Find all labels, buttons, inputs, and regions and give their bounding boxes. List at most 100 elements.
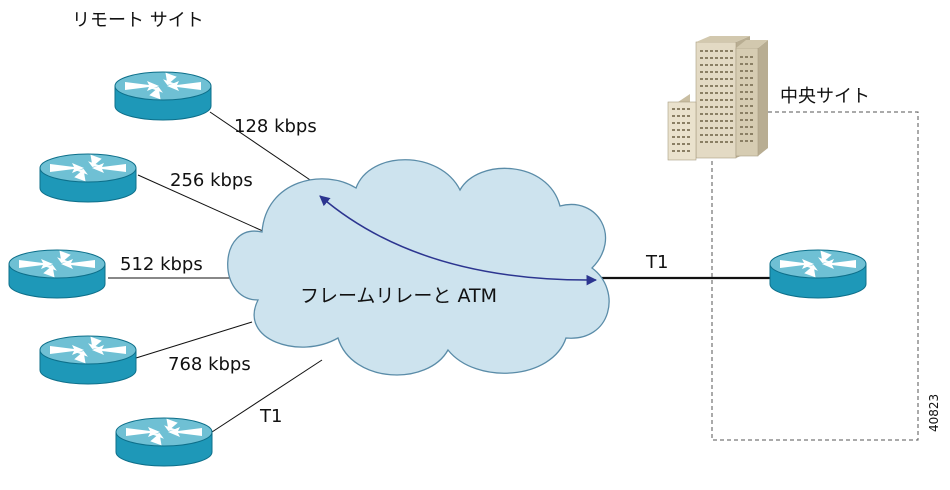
building-window [715, 64, 718, 66]
building-window [725, 50, 728, 52]
building-window [700, 78, 703, 80]
building-window [740, 63, 743, 65]
building-window [725, 127, 728, 129]
building-window [700, 99, 703, 101]
building-window [750, 84, 753, 86]
building-window [745, 91, 748, 93]
building-window [725, 71, 728, 73]
building-window [700, 113, 703, 115]
building-window [705, 64, 708, 66]
building-window [730, 106, 733, 108]
building-window [715, 92, 718, 94]
building-window [730, 71, 733, 73]
building-window [720, 99, 723, 101]
remote-router-5-icon [115, 417, 213, 467]
building-window [740, 98, 743, 100]
building-window [705, 106, 708, 108]
link-line-t1 [211, 359, 323, 433]
building-window [740, 140, 743, 142]
building-window [730, 57, 733, 59]
remote-router-4-icon [39, 335, 137, 385]
central-site-label: 中央サイト [780, 86, 870, 107]
building-window [700, 71, 703, 73]
building-window [725, 85, 728, 87]
building-window [725, 120, 728, 122]
building-window [740, 91, 743, 93]
building-window [710, 50, 713, 52]
remote-router-3-icon [8, 249, 106, 299]
building-window [725, 64, 728, 66]
headquarters-building-icon [667, 36, 768, 161]
building-window [745, 77, 748, 79]
building-window [745, 105, 748, 107]
building-window [750, 77, 753, 79]
building-window [705, 141, 708, 143]
building-window [677, 115, 680, 117]
building-window [725, 99, 728, 101]
building-window [715, 134, 718, 136]
building-window [705, 71, 708, 73]
building-window [710, 113, 713, 115]
building-window [710, 106, 713, 108]
building-window [750, 70, 753, 72]
building-window [715, 141, 718, 143]
building-window [682, 122, 685, 124]
building-window [720, 134, 723, 136]
building-window [710, 57, 713, 59]
building-window [745, 119, 748, 121]
building-window [687, 122, 690, 124]
central-router-icon [769, 249, 867, 299]
building-window [700, 120, 703, 122]
building-window [710, 71, 713, 73]
building-window [677, 143, 680, 145]
building-window [677, 150, 680, 152]
building-window [710, 78, 713, 80]
link-speed-label-4: 768 kbps [168, 354, 251, 375]
building-window [715, 50, 718, 52]
building-window [715, 99, 718, 101]
building-window [710, 127, 713, 129]
building-window [720, 57, 723, 59]
building-window [677, 108, 680, 110]
building-window [705, 99, 708, 101]
building-window [745, 126, 748, 128]
building-window [745, 84, 748, 86]
building-window [672, 136, 675, 138]
building-window [725, 92, 728, 94]
building-window [740, 56, 743, 58]
building-window [750, 91, 753, 93]
building-window [725, 141, 728, 143]
remote-router-2-icon [39, 153, 137, 203]
central-site-boundary [711, 111, 919, 441]
building-window [705, 134, 708, 136]
building-window [725, 106, 728, 108]
building-window [720, 50, 723, 52]
building-window [682, 129, 685, 131]
building-window [720, 113, 723, 115]
building-window [720, 85, 723, 87]
building-window [715, 113, 718, 115]
building-window [677, 129, 680, 131]
building-window [730, 113, 733, 115]
building-window [745, 70, 748, 72]
building-window [730, 50, 733, 52]
building-window [677, 136, 680, 138]
building-window [700, 106, 703, 108]
building-window [682, 150, 685, 152]
building-window [710, 120, 713, 122]
building-window [715, 120, 718, 122]
link-speed-label-5: T1 [259, 406, 282, 427]
building-window [740, 119, 743, 121]
building-window [725, 57, 728, 59]
building-window [720, 78, 723, 80]
link-line-128 [209, 111, 323, 189]
building-window [725, 134, 728, 136]
building-window [700, 141, 703, 143]
building-window [700, 127, 703, 129]
trunk-label: T1 [645, 252, 668, 273]
building-window [730, 64, 733, 66]
building-window [705, 78, 708, 80]
building-window [740, 112, 743, 114]
building-window [750, 105, 753, 107]
building-window [672, 108, 675, 110]
